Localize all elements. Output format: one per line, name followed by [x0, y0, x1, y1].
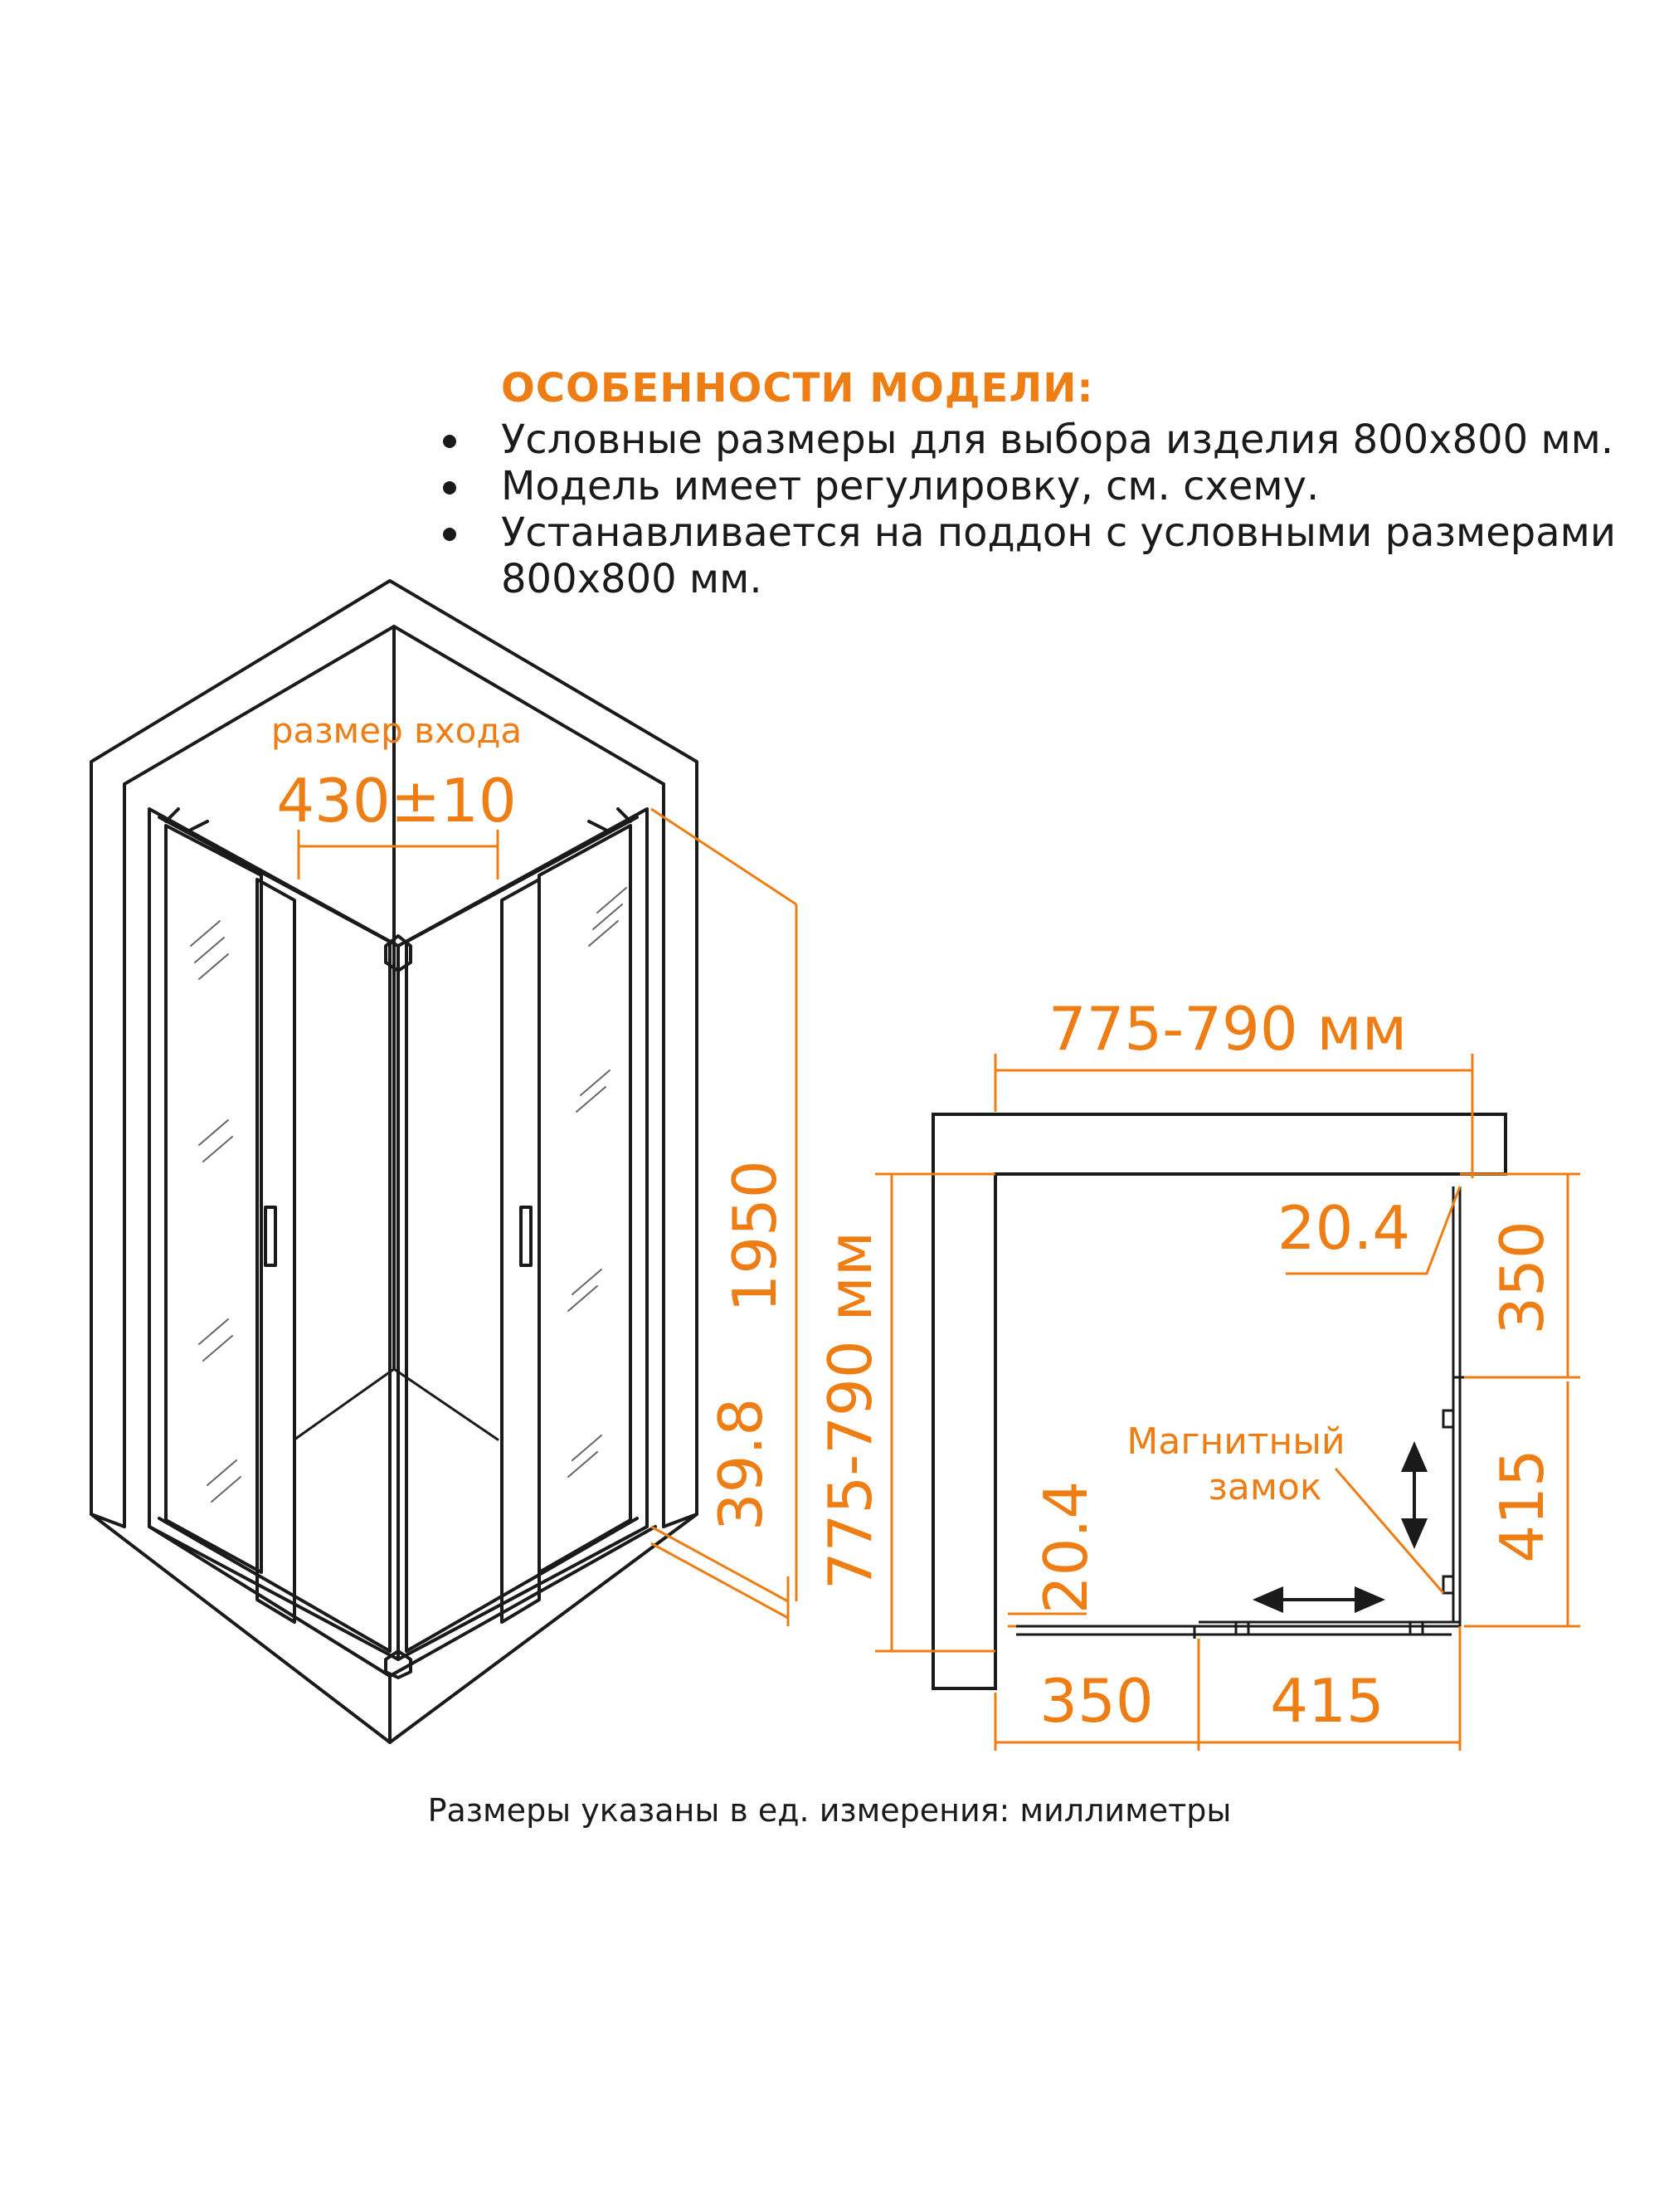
gap-left-value: 20.4 [1031, 1481, 1101, 1614]
features-block: ОСОБЕННОСТИ МОДЕЛИ: Условные размеры для… [431, 365, 1626, 602]
iso-walls [90, 579, 698, 1744]
iso-handle-right [519, 1206, 533, 1267]
plan-width-value: 775-790 мм [1048, 994, 1407, 1064]
plan-width-dimension [994, 1054, 1474, 1178]
height-dimension [650, 807, 798, 1601]
features-title: ОСОБЕННОСТИ МОДЕЛИ: [501, 365, 1094, 412]
gap-right-leader [1286, 1186, 1462, 1275]
adjustment-arrows [1252, 1440, 1428, 1614]
tray-dimension [650, 1525, 790, 1626]
entry-width-dimension [297, 830, 499, 879]
bottom-door-value: 415 [1270, 1666, 1384, 1736]
bottom-fixed-value: 350 [1039, 1666, 1153, 1736]
right-door-value: 415 [1487, 1449, 1557, 1562]
gap-left-leader [1008, 1612, 1087, 1628]
plan-walls [932, 1113, 1507, 1690]
bottom-fixed-dimension [994, 1639, 1200, 1751]
feature-item: Модель имеет регулировку, см. схему. [431, 463, 1626, 509]
features-list: Условные размеры для выбора изделия 800х… [431, 417, 1626, 602]
feature-item: Условные размеры для выбора изделия 800х… [431, 417, 1626, 463]
iso-handle-left [264, 1206, 277, 1267]
units-footnote: Размеры указаны в ед. измерения: миллиме… [427, 1792, 1232, 1829]
iso-corner-post [384, 934, 412, 1679]
bottom-door-dimension [1199, 1626, 1462, 1751]
iso-floor [293, 1367, 499, 1441]
iso-right-panels [397, 807, 649, 1661]
right-fixed-dimension [1460, 1172, 1580, 1379]
right-door-dimension [1464, 1381, 1580, 1628]
plan-depth-dimension [875, 1172, 995, 1653]
entry-width-value: 430±10 [276, 766, 516, 836]
plan-depth-value: 775-790 мм [815, 1231, 885, 1590]
height-value: 1950 [720, 1160, 790, 1312]
right-fixed-value: 350 [1487, 1220, 1557, 1334]
iso-glass-hatching [190, 887, 627, 1503]
tray-offset-value: 39.8 [706, 1398, 776, 1531]
lock-label-line1: Магнитный [1126, 1420, 1345, 1463]
lock-leader [1334, 1468, 1445, 1594]
lock-label-line2: замок [1208, 1466, 1321, 1508]
feature-item: Устанавливается на поддон с условными ра… [431, 509, 1626, 602]
entry-width-label: размер входа [271, 710, 522, 751]
gap-right-value: 20.4 [1277, 1193, 1410, 1263]
